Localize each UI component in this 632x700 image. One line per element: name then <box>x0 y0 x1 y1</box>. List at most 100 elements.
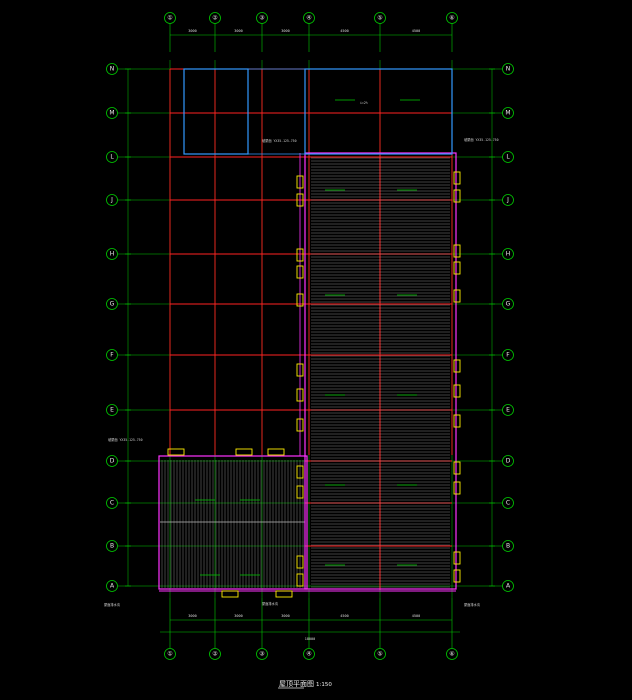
dimension-bottom-3: 3000 <box>281 614 289 618</box>
axis-bubble-bottom-2 <box>209 648 221 660</box>
drain-right-4 <box>453 289 461 303</box>
roof-panel-layer <box>160 157 450 588</box>
drain-top-left-1 <box>235 448 253 456</box>
axis-bubble-right-4 <box>502 248 514 260</box>
axis-bubble-top-6 <box>446 12 458 24</box>
axis-bubble-left-11 <box>106 580 118 592</box>
axis-bubble-top-1 <box>164 12 176 24</box>
drain-right-2 <box>453 244 461 258</box>
axis-bubble-right-5 <box>502 298 514 310</box>
axis-bubble-left-10 <box>106 540 118 552</box>
axis-bubble-bottom-3-label: ③ <box>259 651 264 658</box>
axis-bubble-right-4-label: H <box>506 251 511 258</box>
axis-bubble-top-6-label: ⑥ <box>449 15 454 22</box>
axis-bubble-left-3-label: J <box>110 197 113 204</box>
dimension-top-4: 4500 <box>340 29 348 33</box>
axis-bubble-left-9 <box>106 497 118 509</box>
axis-bubble-bottom-6-label: ⑥ <box>449 651 454 658</box>
drain-mid-2 <box>296 248 304 262</box>
axis-bubble-right-3-label: J <box>506 197 509 204</box>
axis-bubble-top-2 <box>209 12 221 24</box>
axis-bubble-right-0 <box>502 63 514 75</box>
axis-bubble-top-3-label: ③ <box>259 15 264 22</box>
axis-bubble-right-10-label: B <box>506 543 510 550</box>
axis-bubble-bottom-1 <box>164 648 176 660</box>
drain-right-9 <box>453 481 461 495</box>
axis-bubble-right-5-label: G <box>506 301 511 308</box>
drain-top-left-0 <box>167 448 185 456</box>
drain-bottom-0 <box>221 590 239 598</box>
axis-bubble-bottom-3 <box>256 648 268 660</box>
axis-bubble-bottom-5-label: ⑤ <box>377 651 382 658</box>
dimension-bottom-4: 4500 <box>340 614 348 618</box>
axis-bubble-top-3 <box>256 12 268 24</box>
roof-outline-layer <box>158 68 457 592</box>
drain-top-left-2 <box>267 448 285 456</box>
axis-bubble-right-7-label: E <box>506 407 510 414</box>
drain-right-6 <box>453 384 461 398</box>
axis-bubble-left-8 <box>106 455 118 467</box>
drain-mid-5 <box>296 363 304 377</box>
drain-mid-6 <box>296 388 304 402</box>
dimension-top-2: 3000 <box>234 29 242 33</box>
axis-bubble-left-0-label: N <box>110 66 115 73</box>
dimension-bottom-2: 3000 <box>234 614 242 618</box>
drain-mid-8 <box>296 465 304 479</box>
note-edge-mid: 屋面排水沟 <box>262 601 278 606</box>
axis-bubble-left-6 <box>106 349 118 361</box>
axis-bubble-left-3 <box>106 194 118 206</box>
axis-bubble-right-2 <box>502 151 514 163</box>
axis-bubble-right-11 <box>502 580 514 592</box>
drain-right-7 <box>453 414 461 428</box>
note-roof-right-upper: 坡屋面 YX35-125-750 <box>262 138 297 143</box>
drain-mid-9 <box>296 485 304 499</box>
axis-bubble-left-4-label: H <box>110 251 115 258</box>
axis-bubble-bottom-2-label: ② <box>212 651 218 658</box>
note-upper-room-slope: i=2% <box>360 101 368 105</box>
axis-bubble-left-5-label: G <box>110 301 115 308</box>
axis-bubble-left-2 <box>106 151 118 163</box>
note-edge-left: 屋面排水沟 <box>104 602 120 607</box>
drain-right-3 <box>453 261 461 275</box>
drain-right-10 <box>453 551 461 565</box>
axis-bubble-left-10-label: B <box>110 543 114 550</box>
axis-bubble-right-7 <box>502 404 514 416</box>
axis-bubble-bottom-4-label: ④ <box>306 651 311 658</box>
drain-right-0 <box>453 171 461 185</box>
axis-bubble-left-11-label: A <box>110 583 115 590</box>
drawing-title: 屋顶平面图 <box>279 680 314 688</box>
note-edge-right: 屋面排水沟 <box>464 602 480 607</box>
drain-mid-4 <box>296 293 304 307</box>
axis-bubble-bottom-6 <box>446 648 458 660</box>
axis-bubble-left-7-label: E <box>110 407 114 414</box>
axis-bubble-bottom-4 <box>303 648 315 660</box>
drain-right-11 <box>453 569 461 583</box>
axis-bubble-top-4 <box>303 12 315 24</box>
axis-bubble-left-6-label: F <box>110 352 114 359</box>
axis-bubble-right-10 <box>502 540 514 552</box>
axis-bubble-right-6-label: F <box>506 352 510 359</box>
note-roof-right-side: 坡屋面 YX35-125-750 <box>464 137 499 142</box>
dimension-bottom-5: 4500 <box>412 614 420 618</box>
axis-bubble-right-0-label: N <box>506 66 511 73</box>
axis-bubble-top-2-label: ② <box>212 15 218 22</box>
axis-bubble-left-9-label: C <box>110 500 114 507</box>
axis-bubble-right-2-label: L <box>506 154 510 161</box>
axis-bubble-left-8-label: D <box>110 458 115 465</box>
drain-mid-1 <box>296 193 304 207</box>
drawing-scale: 1:150 <box>316 682 332 688</box>
drain-bottom-1 <box>275 590 293 598</box>
axis-bubble-left-7 <box>106 404 118 416</box>
axis-bubble-top-5 <box>374 12 386 24</box>
drain-right-8 <box>453 461 461 475</box>
axis-bubble-left-0 <box>106 63 118 75</box>
drain-mid-0 <box>296 175 304 189</box>
axis-bubble-right-3 <box>502 194 514 206</box>
drain-mid-11 <box>296 573 304 587</box>
drain-right-5 <box>453 359 461 373</box>
axis-bubble-right-6 <box>502 349 514 361</box>
axis-bubble-bottom-5 <box>374 648 386 660</box>
